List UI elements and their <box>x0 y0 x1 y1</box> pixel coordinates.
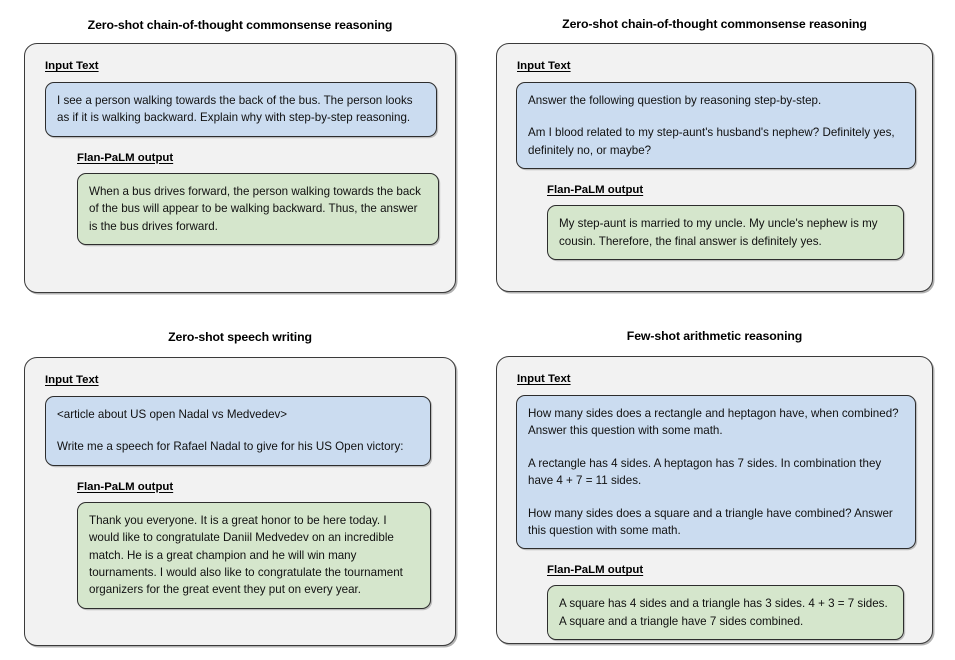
panel-title: Zero-shot chain-of-thought commonsense r… <box>87 18 393 32</box>
input-paragraph: A rectangle has 4 sides. A heptagon has … <box>528 456 882 488</box>
flan-palm-output-bubble: A square has 4 sides and a triangle has … <box>547 585 904 641</box>
input-text-label: Input Text <box>45 374 99 386</box>
input-text-bubble: I see a person walking towards the back … <box>45 82 437 137</box>
output-paragraph: A square has 4 sides and a triangle has … <box>559 597 888 628</box>
example-cell-bottom-right: Few-shot arithmetic reasoning Input Text… <box>478 318 955 660</box>
flan-palm-output-label: Flan-PaLM output <box>77 480 174 493</box>
input-paragraph: Write me a speech for Rafael Nadal to gi… <box>57 440 404 454</box>
input-text-bubble: How many sides does a rectangle and hept… <box>516 395 916 550</box>
flan-palm-output-label: Flan-PaLM output <box>547 564 644 577</box>
flan-palm-output-bubble: Thank you everyone. It is a great honor … <box>77 501 431 609</box>
panel-title: Few-shot arithmetic reasoning <box>626 329 803 343</box>
panel-title: Zero-shot chain-of-thought commonsense r… <box>562 17 867 31</box>
output-paragraph: Thank you everyone. It is a great honor … <box>89 513 403 597</box>
example-panel: Input Text How many sides does a rectang… <box>496 356 933 644</box>
example-cell-bottom-left: Zero-shot speech writing Input Text <art… <box>0 318 478 660</box>
example-panel: Input Text I see a person walking toward… <box>24 43 456 293</box>
flan-palm-output-bubble: When a bus drives forward, the person wa… <box>77 172 439 246</box>
panel-title: Zero-shot speech writing <box>168 330 312 344</box>
input-paragraph: I see a person walking towards the back … <box>57 94 413 125</box>
example-panel: Input Text Answer the following question… <box>496 43 933 292</box>
input-text-bubble: Answer the following question by reasoni… <box>516 82 916 170</box>
input-paragraph: How many sides does a rectangle and hept… <box>528 407 899 438</box>
example-cell-top-left: Zero-shot chain-of-thought commonsense r… <box>0 0 478 318</box>
input-paragraph: Am I blood related to my step-aunt's hus… <box>528 126 895 157</box>
input-paragraph: <article about US open Nadal vs Medvedev… <box>57 408 288 421</box>
example-cell-top-right: Zero-shot chain-of-thought commonsense r… <box>478 0 955 318</box>
flan-palm-output-label: Flan-PaLM output <box>77 151 174 164</box>
input-paragraph: How many sides does a square and a trian… <box>528 506 893 538</box>
flan-palm-output-label: Flan-PaLM output <box>547 184 644 197</box>
example-panel: Input Text <article about US open Nadal … <box>24 357 456 646</box>
input-paragraph: Answer the following question by reasoni… <box>528 94 822 107</box>
input-text-bubble: <article about US open Nadal vs Medvedev… <box>45 396 431 466</box>
input-text-label: Input Text <box>517 373 571 385</box>
output-paragraph: When a bus drives forward, the person wa… <box>89 184 421 233</box>
flan-palm-output-bubble: My step-aunt is married to my uncle. My … <box>547 205 904 261</box>
output-paragraph: My step-aunt is married to my uncle. My … <box>559 217 878 248</box>
input-text-label: Input Text <box>517 60 571 72</box>
input-text-label: Input Text <box>45 60 99 72</box>
